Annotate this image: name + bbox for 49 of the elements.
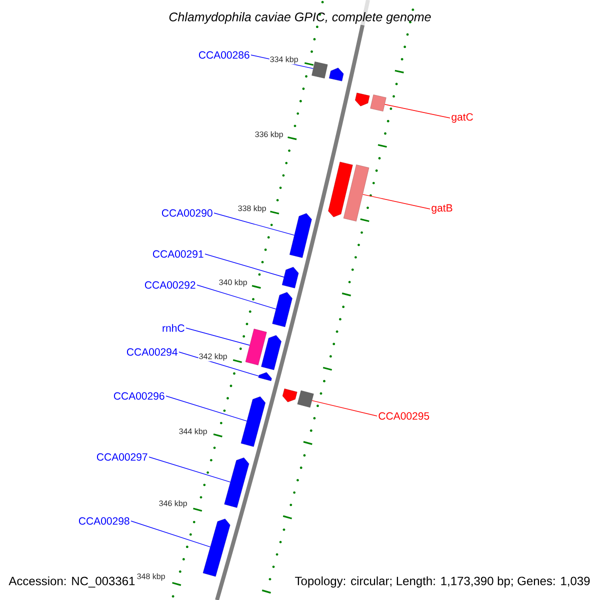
gene-feature: [329, 68, 344, 82]
gene-feature: [282, 388, 298, 402]
leader-line: [362, 194, 430, 210]
accession-text: Accession: NC_003361: [8, 576, 136, 588]
genome-stats-text: Topology: circular; Length: 1,173,390 bp; Genes: 1,039: [294, 576, 591, 588]
leader-line: [166, 396, 248, 422]
gene-feature-box: [312, 62, 328, 78]
gene-feature: [258, 372, 272, 381]
gene-label: CCA00291: [152, 250, 204, 258]
gene-label: CCA00296: [114, 392, 164, 400]
gene-feature: [328, 162, 353, 218]
gene-label: rnhC: [162, 324, 184, 332]
leader-line: [130, 520, 211, 548]
gene-label: gatB: [432, 204, 452, 214]
scale-label: 348 kbp: [136, 572, 166, 582]
scale-label: 336 kbp: [254, 130, 284, 140]
gene-label: CCA00298: [78, 517, 130, 525]
leader-line: [186, 328, 250, 346]
gene-label: gatC: [452, 113, 473, 123]
leader-line: [148, 456, 231, 482]
gene-feature: [202, 518, 230, 577]
scale-label: 344 kbp: [178, 428, 208, 436]
gene-label: CCA00292: [144, 281, 196, 289]
gene-feature: [272, 292, 292, 328]
gene-label: CCA00294: [126, 348, 178, 356]
scale-label: 342 kbp: [198, 352, 228, 362]
gene-feature-box: [370, 94, 386, 112]
gene-label: CCA00297: [96, 453, 148, 461]
gene-feature-box: [297, 390, 314, 408]
gene-feature: [240, 396, 266, 447]
gene-feature-box: [245, 328, 267, 366]
leader-line: [384, 104, 450, 118]
leader-line: [204, 254, 284, 278]
gene-label: CCA00295: [378, 412, 430, 420]
leader-line: [214, 212, 295, 236]
title: Chlamydophila caviae GPIC, complete genome: [169, 12, 431, 24]
leader-line: [196, 284, 276, 310]
gene-feature: [224, 458, 250, 508]
gene-feature: [355, 92, 370, 106]
scale-label: 338 kbp: [237, 204, 267, 214]
scale-label: 340 kbp: [218, 278, 248, 288]
gene-feature: [282, 266, 299, 288]
leader-line: [312, 400, 378, 416]
gene-feature: [290, 213, 312, 258]
scale-label: 346 kbp: [158, 500, 188, 508]
gene-label: CCA00290: [162, 209, 212, 217]
gene-label: CCA00286: [198, 51, 250, 59]
scale-label: 334 kbp: [269, 56, 299, 64]
gene-feature-box: [343, 164, 370, 222]
